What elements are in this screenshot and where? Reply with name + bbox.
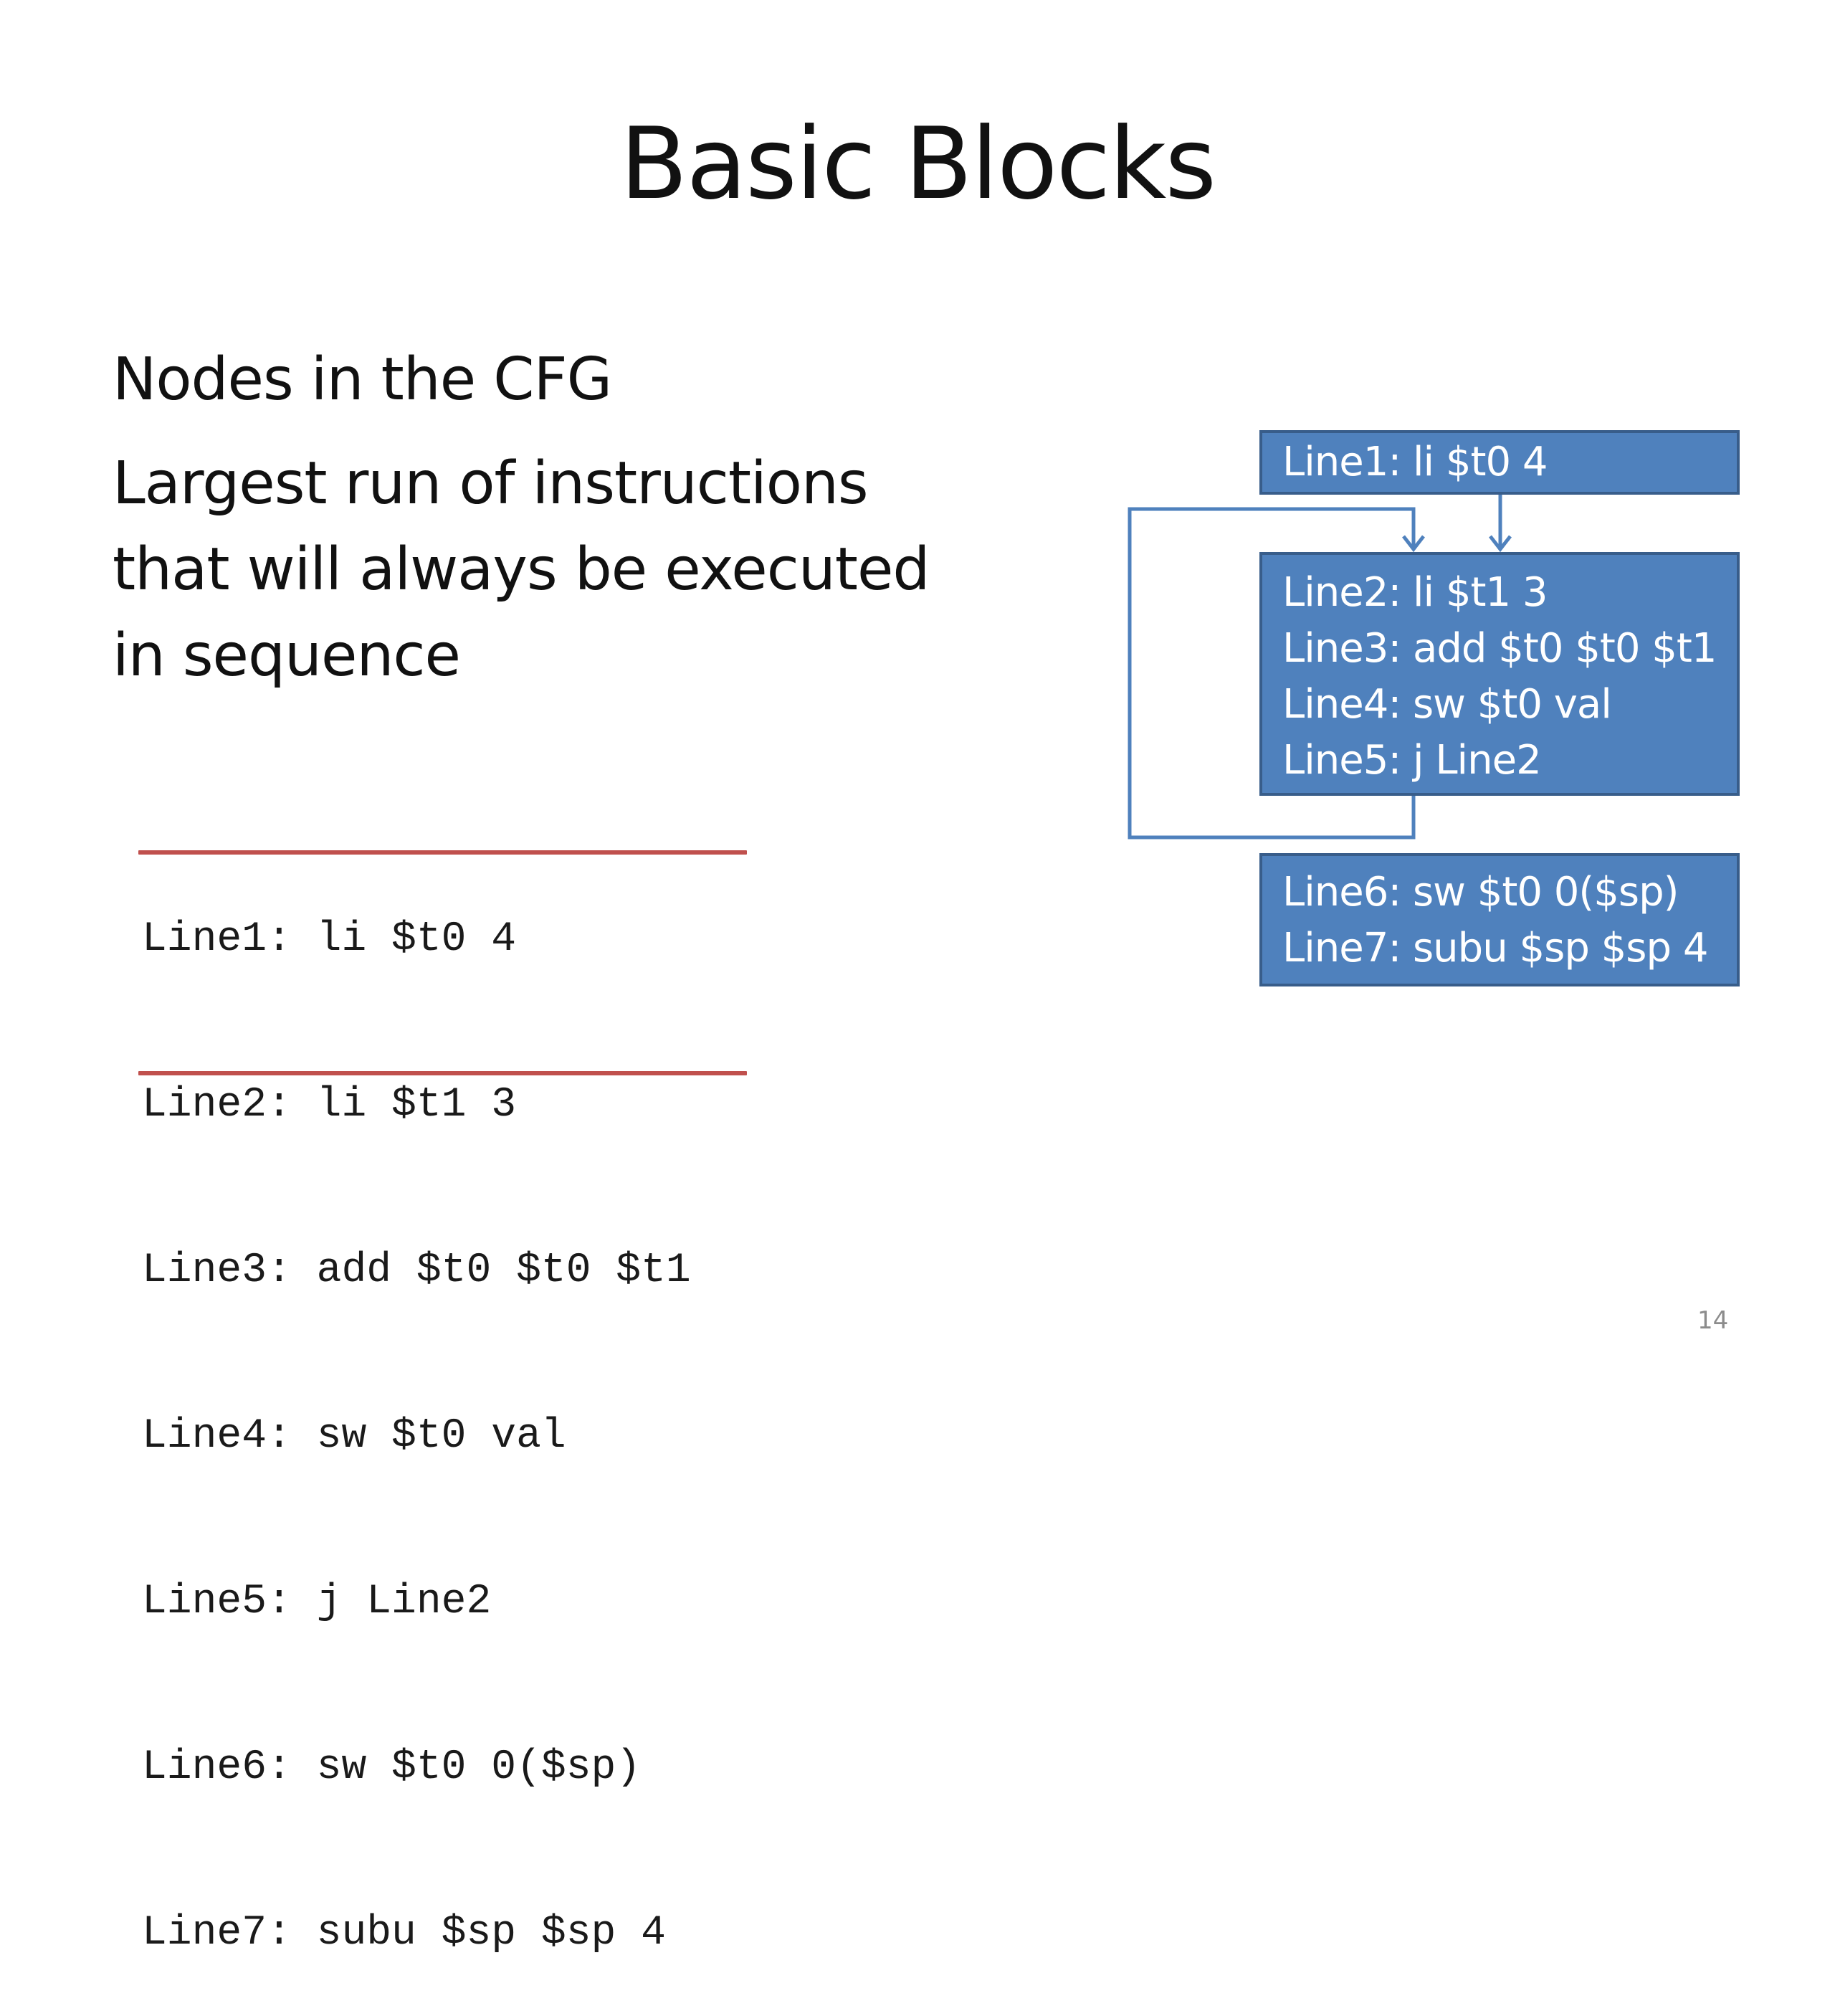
code-line: Line5: j Line2 xyxy=(142,1579,492,1625)
slide-title: Basic Blocks xyxy=(619,106,1216,222)
cfg-block-line: Line7: subu $sp $sp 4 xyxy=(1282,925,1708,971)
cfg-edges xyxy=(1128,495,1512,840)
code-line: Line3: add $t0 $t0 $t1 xyxy=(142,1247,691,1294)
cfg-block-2: Line2: li $t1 3 Line3: add $t0 $t0 $t1 L… xyxy=(1259,552,1740,796)
arrowhead-icon xyxy=(1489,535,1512,553)
cfg-block-line: Line2: li $t1 3 xyxy=(1282,569,1548,616)
code-line: Line1: li $t0 4 xyxy=(142,916,517,963)
cfg-block-line: Line6: sw $t0 0($sp) xyxy=(1282,869,1679,916)
code-line: Line2: li $t1 3 xyxy=(142,1082,517,1128)
cfg-block-line: Line1: li $t0 4 xyxy=(1282,439,1548,485)
code-line: Line7: subu $sp $sp 4 xyxy=(142,1910,666,1956)
code-line: Line4: sw $t0 val xyxy=(142,1413,566,1460)
arrowhead-icon xyxy=(1402,535,1425,553)
block-divider xyxy=(138,1071,747,1075)
bullet-list: Nodes in the CFG Largest run of instruct… xyxy=(113,337,973,699)
cfg-block-3: Line6: sw $t0 0($sp) Line7: subu $sp $sp… xyxy=(1259,853,1740,986)
cfg-block-line: Line5: j Line2 xyxy=(1282,737,1542,784)
bullet-item: Largest run of instructions that will al… xyxy=(113,450,930,690)
cfg-block-line: Line4: sw $t0 val xyxy=(1282,681,1612,728)
block-divider xyxy=(138,850,747,855)
bullet-item: Nodes in the CFG xyxy=(113,346,612,414)
edge-loop-back xyxy=(1128,507,1416,840)
cfg-block-1: Line1: li $t0 4 xyxy=(1259,430,1740,495)
code-line: Line6: sw $t0 0($sp) xyxy=(142,1744,642,1791)
page-number: 14 xyxy=(1697,1306,1729,1335)
cfg-block-line: Line3: add $t0 $t0 $t1 xyxy=(1282,625,1717,672)
